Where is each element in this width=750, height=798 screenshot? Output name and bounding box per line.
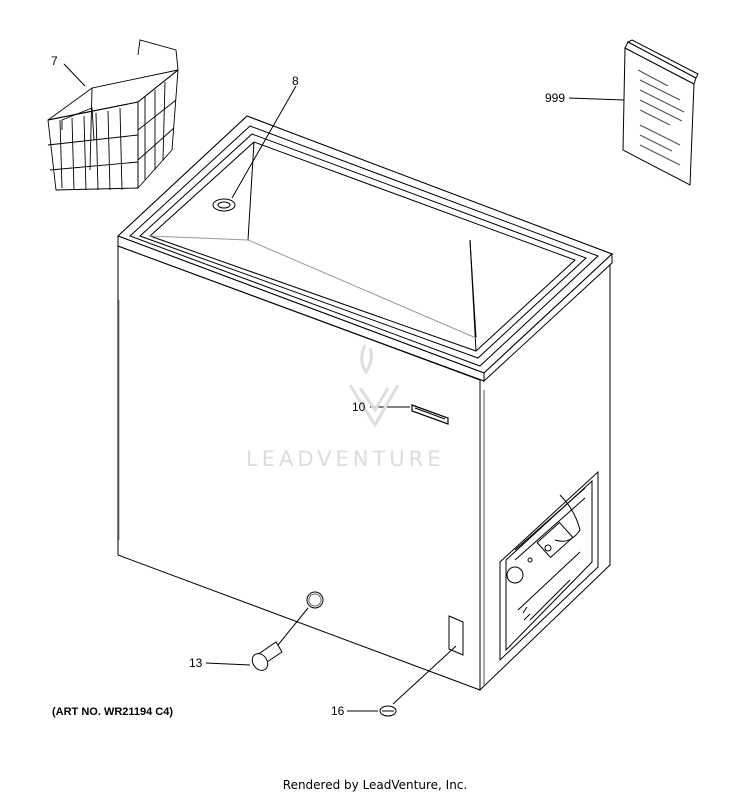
watermark-text: LEADVENTURE xyxy=(246,447,445,471)
callout-16: 16 xyxy=(331,704,345,718)
art-number: (ART NO. WR21194 C4) xyxy=(52,706,174,718)
callout-10: 10 xyxy=(352,400,366,414)
callout-999: 999 xyxy=(545,91,566,105)
callout-8: 8 xyxy=(292,74,299,88)
render-credit: Rendered by LeadVenture, Inc. xyxy=(282,778,468,792)
callout-7: 7 xyxy=(51,54,58,68)
callout-13: 13 xyxy=(189,656,203,670)
wire-basket xyxy=(47,39,179,191)
drain-plug xyxy=(251,607,309,671)
screw-part xyxy=(379,645,457,717)
owners-manual xyxy=(622,39,699,186)
freezer-cabinet xyxy=(116,115,614,692)
watermark-logo xyxy=(348,344,400,428)
